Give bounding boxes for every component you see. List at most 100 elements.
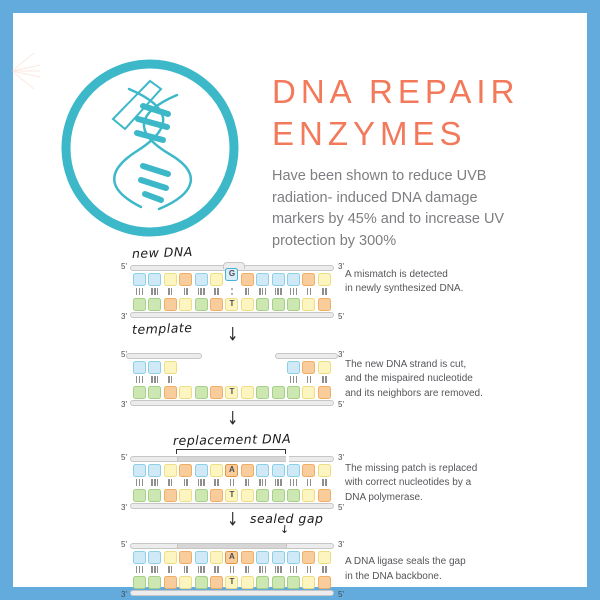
orange-nucleotide [179, 463, 193, 477]
bond-tick [309, 566, 312, 573]
bond-tick [138, 479, 141, 486]
orange-nucleotide [210, 575, 224, 589]
blue-nucleotide [287, 550, 301, 564]
bond-marks [179, 479, 192, 486]
caption-line: DNA polymerase. [345, 491, 423, 503]
bond-tick [171, 566, 173, 573]
bond-tick [141, 288, 144, 295]
nucleotide-t: T [225, 575, 239, 589]
green-nucleotide [271, 297, 285, 311]
bond-tick [135, 566, 138, 573]
yellow-nucleotide [240, 297, 254, 311]
bond-tick [309, 376, 312, 383]
yellow-nucleotide [240, 385, 254, 399]
backbone-fragment-left [126, 353, 202, 359]
bond-marks [287, 479, 300, 486]
bond-marks [302, 566, 315, 573]
bond-tick [186, 566, 188, 573]
green-nucleotide [194, 297, 208, 311]
orange-nucleotide [240, 272, 254, 286]
hydrogen-bond-row [130, 478, 334, 487]
sealed-gap-label: sealed gap [250, 511, 324, 526]
bottom-backbone [130, 400, 334, 406]
blue-nucleotide [148, 550, 162, 564]
hydrogen-bond-row [130, 565, 334, 574]
green-nucleotide [287, 297, 301, 311]
subtitle-line: protection by 300% [272, 232, 397, 249]
bond-tick [306, 288, 309, 295]
blue-nucleotide [194, 272, 208, 286]
bond-tick [259, 566, 261, 573]
yellow-nucleotide [317, 550, 331, 564]
strand-end-label: 3' [338, 262, 344, 271]
yellow-nucleotide [302, 297, 316, 311]
bond-tick [183, 566, 185, 573]
bond-tick [151, 566, 153, 573]
bond-tick [171, 376, 173, 383]
bond-tick [277, 566, 279, 573]
bond-tick [264, 288, 267, 295]
bond-tick [277, 479, 279, 486]
green-nucleotide [148, 488, 162, 502]
yellow-nucleotide [240, 575, 254, 589]
bond-tick [138, 376, 141, 383]
orange-nucleotide [179, 550, 193, 564]
strand-end-label: 5' [121, 453, 127, 462]
yellow-nucleotide [163, 550, 177, 564]
blue-nucleotide [133, 272, 146, 286]
strand-end-label: 5' [338, 400, 344, 409]
bond-tick [154, 376, 156, 383]
yellow-nucleotide [317, 272, 331, 286]
yellow-nucleotide [179, 575, 193, 589]
bond-marks [210, 288, 223, 295]
bond-tick [309, 288, 312, 295]
green-nucleotide [271, 488, 285, 502]
bond-tick [183, 288, 185, 295]
bond-tick [325, 566, 327, 573]
bond-tick [277, 288, 279, 295]
green-nucleotide [271, 575, 285, 589]
hydrogen-bond-row [130, 287, 334, 296]
orange-nucleotide [302, 360, 316, 374]
bottom-nucleotide-row: T [130, 488, 334, 502]
bond-tick [245, 479, 247, 486]
bond-tick [168, 288, 170, 295]
bond-marks [133, 479, 146, 486]
nucleotide-letter: T [229, 387, 235, 396]
strand-end-label: 3' [121, 400, 127, 409]
nucleotide-letter: T [229, 490, 235, 499]
bond-tick [248, 288, 250, 295]
strand-end-label: 3' [338, 350, 344, 359]
caption-line: A mismatch is detected [345, 268, 448, 280]
mismatch-dot [230, 292, 233, 295]
bond-marks [241, 566, 254, 573]
bond-tick [168, 376, 170, 383]
bond-marks [179, 288, 192, 295]
bond-tick [309, 479, 312, 486]
orange-nucleotide [210, 385, 224, 399]
yellow-nucleotide [163, 360, 177, 374]
bond-tick [289, 479, 292, 486]
bond-tick [203, 288, 205, 295]
top-nucleotide-row [130, 360, 334, 374]
strand-end-label: 5' [121, 540, 127, 549]
strand-end-label: 5' [338, 312, 344, 321]
top-nucleotide-row: G [130, 267, 334, 286]
bond-tick [325, 288, 327, 295]
caption-line: and the mispaired nucleotide [345, 373, 473, 385]
blue-nucleotide [148, 360, 162, 374]
bond-marks [318, 376, 331, 383]
bond-marks [272, 288, 285, 295]
nucleotide-letter: T [229, 577, 235, 586]
caption-line: in the DNA backbone. [345, 570, 442, 582]
replacement-patch [177, 456, 287, 462]
backbone-bump [223, 262, 245, 269]
bond-tick [135, 376, 138, 383]
orange-nucleotide [317, 385, 331, 399]
